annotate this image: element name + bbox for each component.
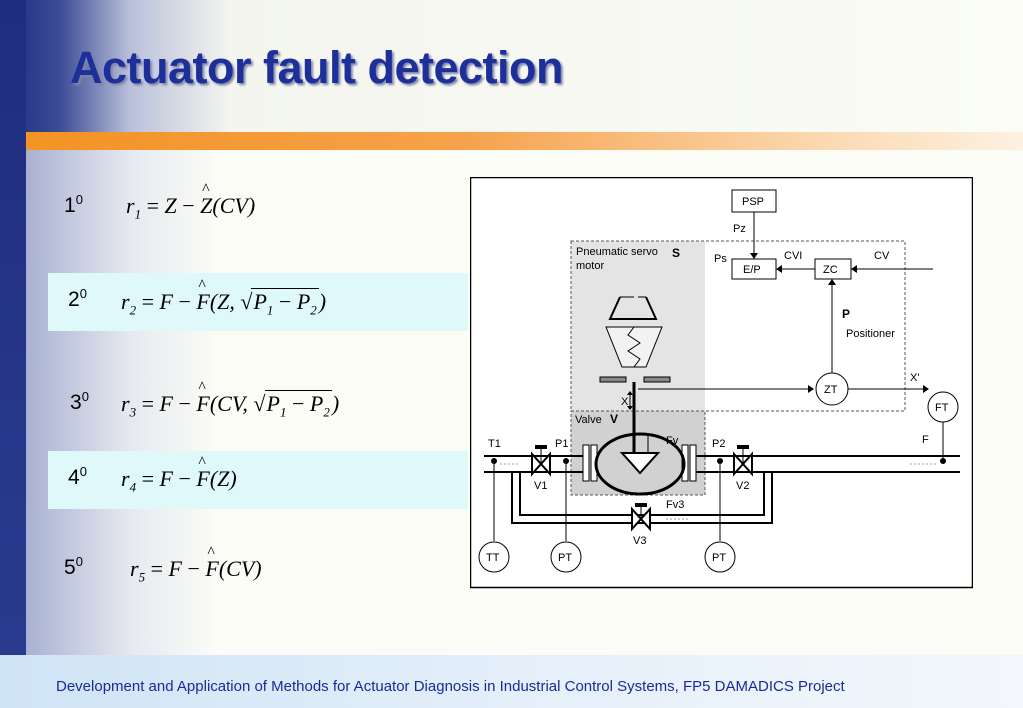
servo-label-1: Pneumatic servo	[576, 246, 658, 258]
p2-label: P2	[712, 438, 725, 450]
psp-label: PSP	[742, 196, 764, 208]
v-label: V	[610, 412, 618, 426]
pt1-label: PT	[558, 552, 572, 564]
actuator-diagram: PSP Pz E/P Ps ZC CVI CV P Positioner Pne…	[470, 177, 973, 589]
left-accent-bar	[0, 0, 26, 655]
x-label: X	[621, 396, 629, 408]
ep-label: E/P	[743, 264, 761, 276]
ps-label: Ps	[714, 253, 727, 265]
residual-equation-4: r4 = F − F(Z)	[121, 454, 237, 495]
orange-divider	[0, 132, 1023, 150]
zt-label: ZT	[824, 384, 838, 396]
pz-label: Pz	[733, 223, 746, 235]
residual-number-5: 50	[64, 554, 83, 579]
footer-text: Development and Application of Methods f…	[56, 678, 845, 695]
v2-label: V2	[736, 480, 749, 492]
highlight-band-4	[48, 451, 468, 509]
residual-equation-1: r1 = Z − Z(CV)	[126, 181, 255, 222]
slide-title: Actuator fault detection	[70, 42, 564, 93]
residual-number-3: 30	[70, 389, 89, 414]
residual-number-1: 10	[64, 192, 83, 217]
p-label: P	[842, 307, 850, 321]
pt2-label: PT	[712, 552, 726, 564]
left-gradient	[26, 150, 216, 655]
v3-label: V3	[633, 535, 646, 547]
header-band	[0, 0, 1023, 132]
fv-label: Fv	[666, 435, 679, 447]
highlight-band-2	[48, 273, 468, 331]
residual-equation-5: r5 = F − F(CV)	[130, 544, 262, 585]
residual-equation-3: r3 = F − F(CV, √P1 − P2)	[121, 379, 339, 420]
v1-label: V1	[534, 480, 547, 492]
cv-label: CV	[874, 250, 890, 262]
residual-number-4: 40	[68, 464, 87, 489]
ft-label: FT	[935, 402, 949, 414]
footer-band	[0, 655, 1023, 708]
t1-label: T1	[488, 438, 501, 450]
xprime-label: X'	[910, 372, 919, 384]
cvi-label: CVI	[784, 250, 802, 262]
fv3-label: Fv3	[666, 499, 684, 511]
valve-label: Valve	[575, 414, 602, 426]
residual-equation-2: r2 = F − F(Z, √P1 − P2)	[121, 277, 326, 318]
s-label: S	[672, 246, 680, 260]
zc-label: ZC	[823, 264, 838, 276]
residual-number-2: 20	[68, 286, 87, 311]
p1-label: P1	[555, 438, 568, 450]
f-label: F	[922, 434, 929, 446]
tt-label: TT	[486, 552, 500, 564]
positioner-label: Positioner	[846, 328, 895, 340]
servo-label-2: motor	[576, 260, 604, 272]
